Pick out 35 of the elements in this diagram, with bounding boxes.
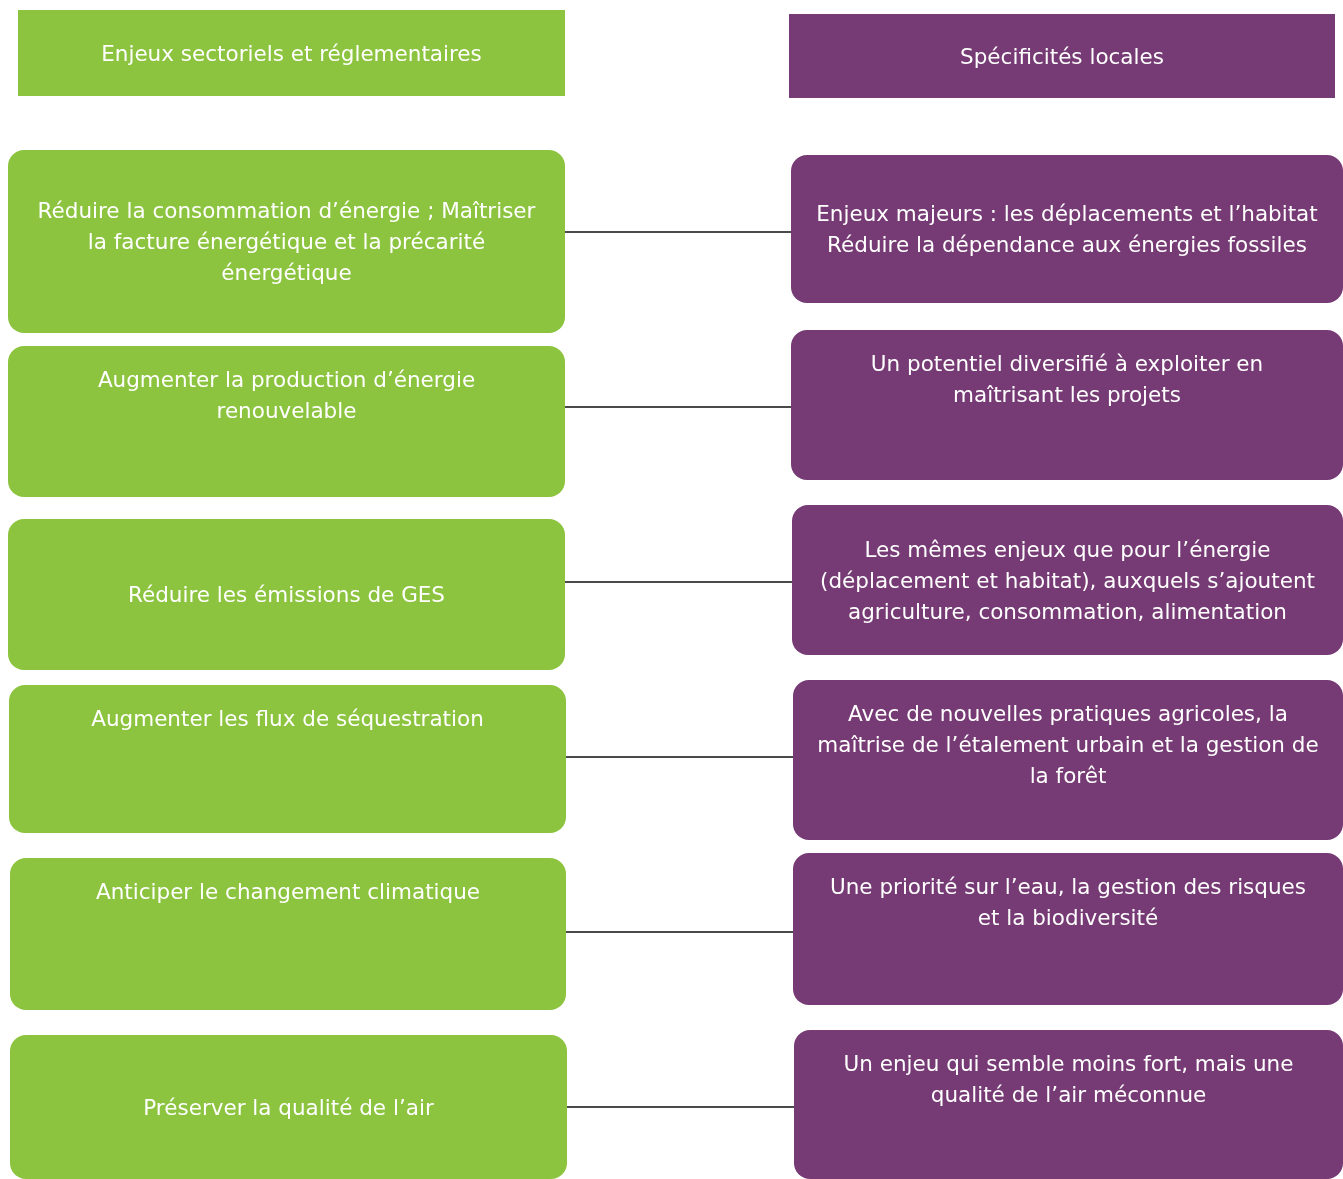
- issue-box: [793, 853, 1343, 1005]
- connector-line: [565, 756, 794, 758]
- box-text: Augmenter la production d’énergie renouvelable: [96, 366, 477, 425]
- box-text: Réduire les émissions de GES: [127, 581, 446, 609]
- connector-line: [564, 231, 792, 233]
- box-text: Une priorité sur l’eau, la gestion des risques et la biodiversité: [828, 873, 1308, 932]
- issue-box: [10, 858, 566, 1010]
- issue-box: [791, 155, 1343, 303]
- box-text: Avec de nouvelles pratiques agricoles, la maîtrise de l’étalement urbain et la gestion de la forêt: [817, 700, 1319, 790]
- connector-line: [564, 581, 793, 583]
- box-text: Anticiper le changement climatique: [95, 878, 481, 906]
- issue-box: [791, 330, 1343, 480]
- connector-line: [564, 406, 792, 408]
- box-text: Un potentiel diversifié à exploiter en maîtrisant les projets: [869, 350, 1265, 409]
- issue-box: [9, 685, 566, 833]
- box-text: Préserver la qualité de l’air: [143, 1093, 434, 1122]
- box-text: Un enjeu qui semble moins fort, mais une qualité de l’air méconnue: [842, 1050, 1295, 1109]
- box-text: Les mêmes enjeux que pour l’énergie (déplacement et habitat), auxquels s’ajoutent agriculture, consommation, alimentation: [819, 535, 1316, 626]
- box-text: Enjeux sectoriels et réglementaires: [101, 39, 482, 68]
- column-header: [789, 14, 1335, 98]
- connector-line: [566, 1106, 795, 1108]
- connector-line: [565, 931, 794, 933]
- box-text: Enjeux majeurs : les déplacements et l’habitat: [816, 200, 1318, 228]
- issue-box: [792, 505, 1343, 655]
- issue-box: [8, 519, 565, 670]
- issue-box: [10, 1035, 567, 1179]
- box-text: Réduire la dépendance aux énergies fossiles: [827, 231, 1307, 259]
- issue-box: [8, 346, 565, 497]
- issue-box: [8, 150, 565, 333]
- issue-box: [794, 1030, 1343, 1179]
- column-header: [18, 10, 565, 96]
- box-text: Spécificités locales: [960, 42, 1164, 71]
- box-text: Augmenter les flux de séquestration: [91, 705, 484, 733]
- issue-box: [793, 680, 1343, 840]
- box-text: Réduire la consommation d’énergie ; Maîtriser la facture énergétique et la précarité énergétique: [36, 197, 537, 287]
